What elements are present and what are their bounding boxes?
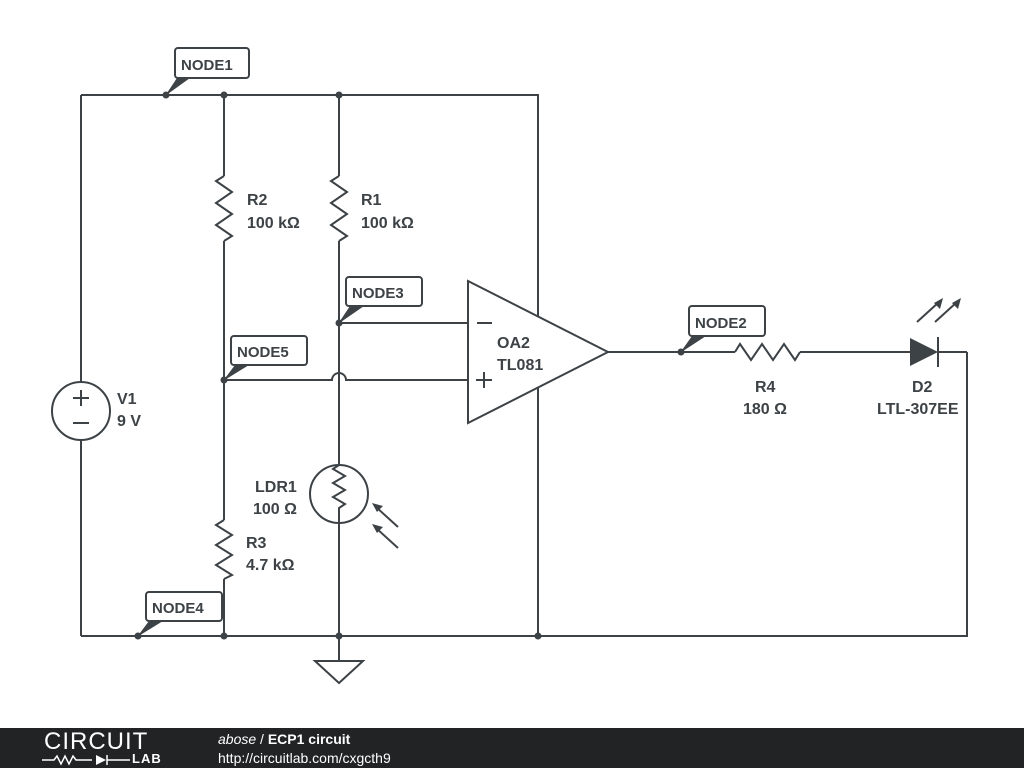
plus-sign-icon [476,372,492,388]
r1-value: 100 kΩ [361,215,414,232]
v1-name: V1 [117,391,137,408]
logo-text-circuit: CIRCUIT [44,728,149,755]
r2-name: R2 [247,192,268,209]
node-flag-node1: NODE1 [165,47,250,96]
resistor-r3: R3 4.7 kΩ [214,519,295,580]
ldr1-name: LDR1 [255,479,297,496]
resistor-r2: R2 100 kΩ [214,175,300,242]
r4-name: R4 [755,379,776,396]
r3-name: R3 [246,535,267,552]
attribution-separator: / [256,731,268,747]
node-flag-node2: NODE2 [680,305,766,353]
logo-waveform-icon [42,754,130,766]
circuit-title[interactable]: ECP1 circuit [267,731,351,747]
voltage-source-v1: V1 9 V [51,381,141,441]
led-d2: D2 LTL-307EE [877,298,961,418]
node-flag-node5: NODE5 [223,335,308,381]
svg-text:NODE1: NODE1 [181,57,233,74]
svg-text:NODE5: NODE5 [237,344,289,361]
svg-text:NODE4: NODE4 [152,600,204,617]
circuit-schematic: V1 9 V R2 100 kΩ R1 100 kΩ R3 4.7 kΩ LDR… [51,47,968,685]
svg-text:NODE3: NODE3 [352,285,404,302]
v1-value: 9 V [117,413,141,430]
node-flag-node3: NODE3 [338,276,423,324]
junctions [134,91,685,640]
ground-symbol [312,660,366,685]
oa2-value: TL081 [497,357,543,374]
photoresistor-ldr1: LDR1 100 Ω [253,464,399,549]
svg-text:NODE2: NODE2 [695,315,747,332]
author-link[interactable]: abose [218,731,257,747]
node-flag-node4: NODE4 [137,591,223,637]
d2-name: D2 [912,379,933,396]
ldr1-value: 100 Ω [253,501,297,518]
light-arrow-icon [372,503,383,533]
resistor-r4: R4 180 Ω [734,342,801,418]
footer-bar: CIRCUIT LAB abose / ECP1 circuit http://… [0,728,1024,768]
light-emission-icon [934,298,961,309]
resistor-r1: R1 100 kΩ [329,175,414,242]
circuitlab-logo[interactable]: CIRCUIT LAB [40,730,180,766]
circuit-url-link[interactable]: http://circuitlab.com/cxgcth9 [218,750,391,766]
wires [80,94,968,661]
opamp-oa2: OA2 TL081 [467,279,611,425]
r4-value: 180 Ω [743,401,787,418]
logo-text-lab: LAB [132,751,162,766]
r3-value: 4.7 kΩ [246,557,295,574]
oa2-name: OA2 [497,335,530,352]
r1-name: R1 [361,192,382,209]
r2-value: 100 kΩ [247,215,300,232]
d2-value: LTL-307EE [877,401,959,418]
circuit-attribution: abose / ECP1 circuit [218,731,350,747]
